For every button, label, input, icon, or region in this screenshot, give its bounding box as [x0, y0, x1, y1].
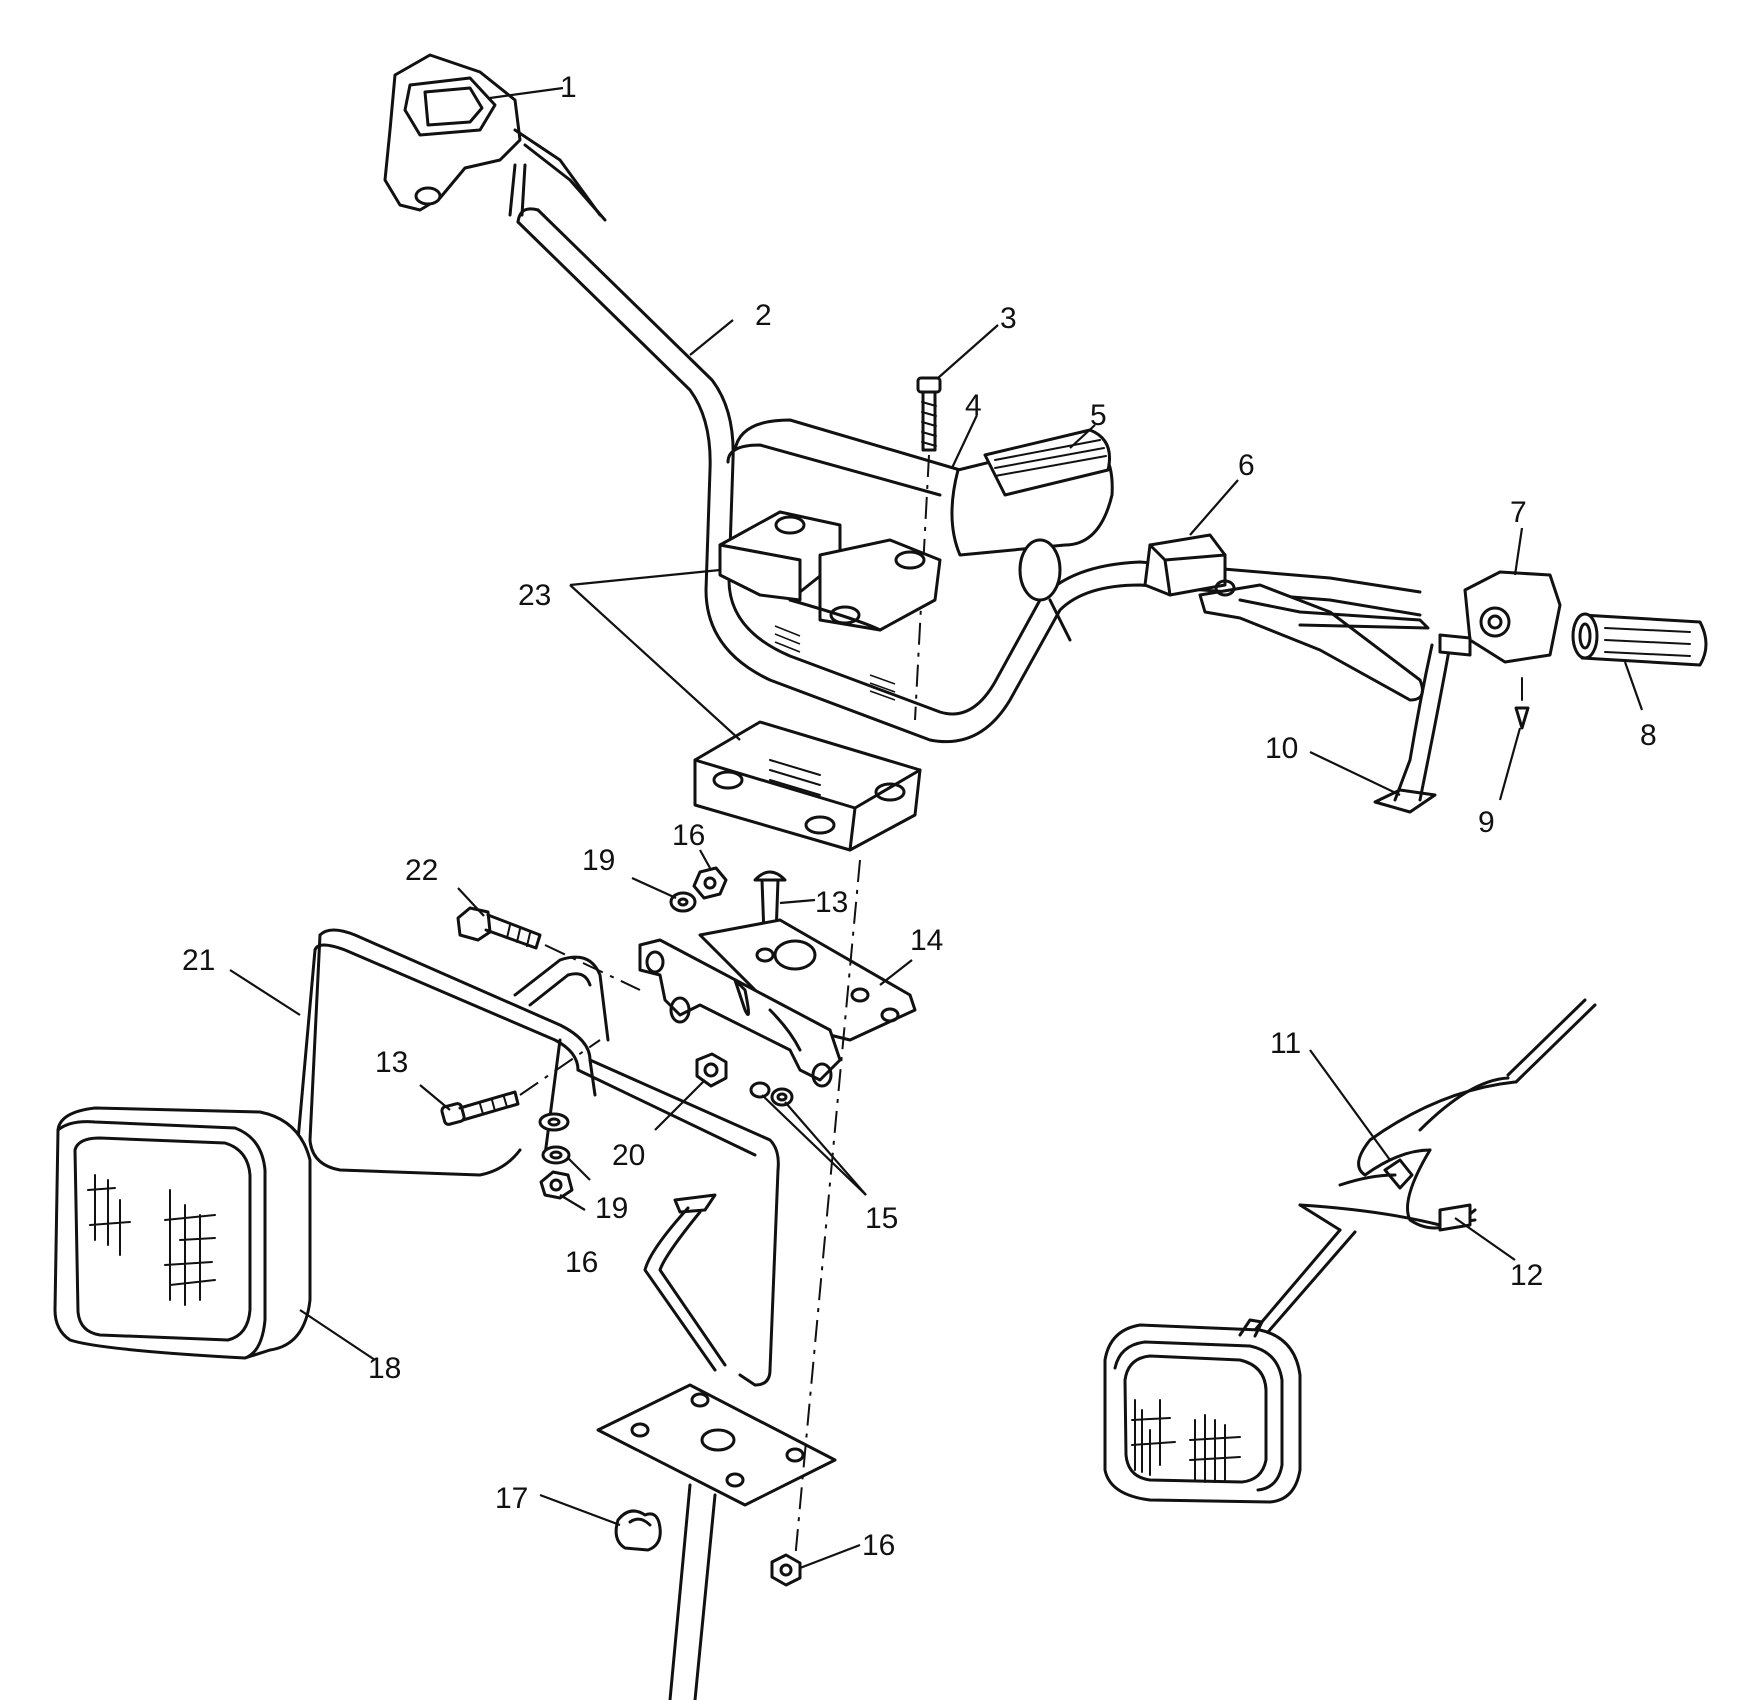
callout-3: 3	[1000, 302, 1017, 335]
callout-22: 22	[405, 854, 438, 887]
callout-labels: 1 2 3 4 5 6 7 8 9 10 11 12 13 13 14 15 1…	[182, 71, 1657, 1562]
headlight-frame	[296, 928, 780, 1387]
callout-5: 5	[1090, 399, 1107, 432]
callout-2: 2	[755, 299, 772, 332]
nut-16-top	[692, 866, 728, 900]
callout-23: 23	[518, 579, 551, 612]
handlebar-grip	[1571, 612, 1708, 667]
callout-12: 12	[1510, 1259, 1543, 1292]
leader-lines	[229, 86, 1644, 1570]
steering-mount-plate	[596, 859, 861, 1700]
headlight-right	[1103, 1318, 1302, 1504]
handlebar-pad	[950, 428, 1114, 642]
throttle-housing	[1373, 570, 1562, 814]
wire-clip-17	[614, 1509, 662, 1552]
master-cylinder-assembly	[383, 53, 607, 222]
callout-14: 14	[910, 924, 943, 957]
headlight-bracket	[638, 918, 917, 1088]
callout-13-left: 13	[375, 1046, 408, 1079]
callout-11: 11	[1270, 1027, 1301, 1060]
callout-9: 9	[1478, 806, 1495, 839]
callout-19-top: 19	[582, 844, 615, 877]
callout-16-left: 16	[565, 1246, 598, 1279]
callout-4: 4	[965, 389, 982, 422]
callout-20: 20	[612, 1139, 645, 1172]
washers-15	[749, 1081, 794, 1107]
upper-handlebar-clamp	[718, 510, 942, 632]
callout-18: 18	[368, 1352, 401, 1385]
nut-16-left	[539, 1170, 574, 1200]
callout-17: 17	[495, 1482, 528, 1515]
callout-19-left: 19	[595, 1192, 628, 1225]
washer-19-left	[538, 1112, 571, 1165]
washer-19-top	[669, 891, 697, 913]
callout-21: 21	[182, 944, 215, 977]
nut-16-bottom	[770, 1553, 802, 1587]
callout-16-bottom: 16	[862, 1529, 895, 1562]
bolt-22	[456, 906, 641, 991]
callout-8: 8	[1640, 719, 1657, 752]
nut-20	[695, 1052, 728, 1088]
brake-lever-assembly	[1143, 533, 1430, 702]
callout-15: 15	[865, 1202, 898, 1235]
bolt-3	[914, 376, 942, 721]
handlebar	[516, 207, 1422, 744]
headlight-left	[53, 1106, 312, 1360]
callout-6: 6	[1238, 449, 1255, 482]
callout-16-top: 16	[672, 819, 705, 852]
callout-13-top: 13	[815, 886, 848, 919]
bolt-13-left	[440, 1039, 601, 1126]
callout-7: 7	[1510, 496, 1527, 529]
lower-handlebar-clamp	[693, 720, 922, 852]
callout-10: 10	[1265, 732, 1298, 765]
headlight-harness	[1253, 998, 1597, 1334]
callout-1: 1	[560, 71, 577, 104]
